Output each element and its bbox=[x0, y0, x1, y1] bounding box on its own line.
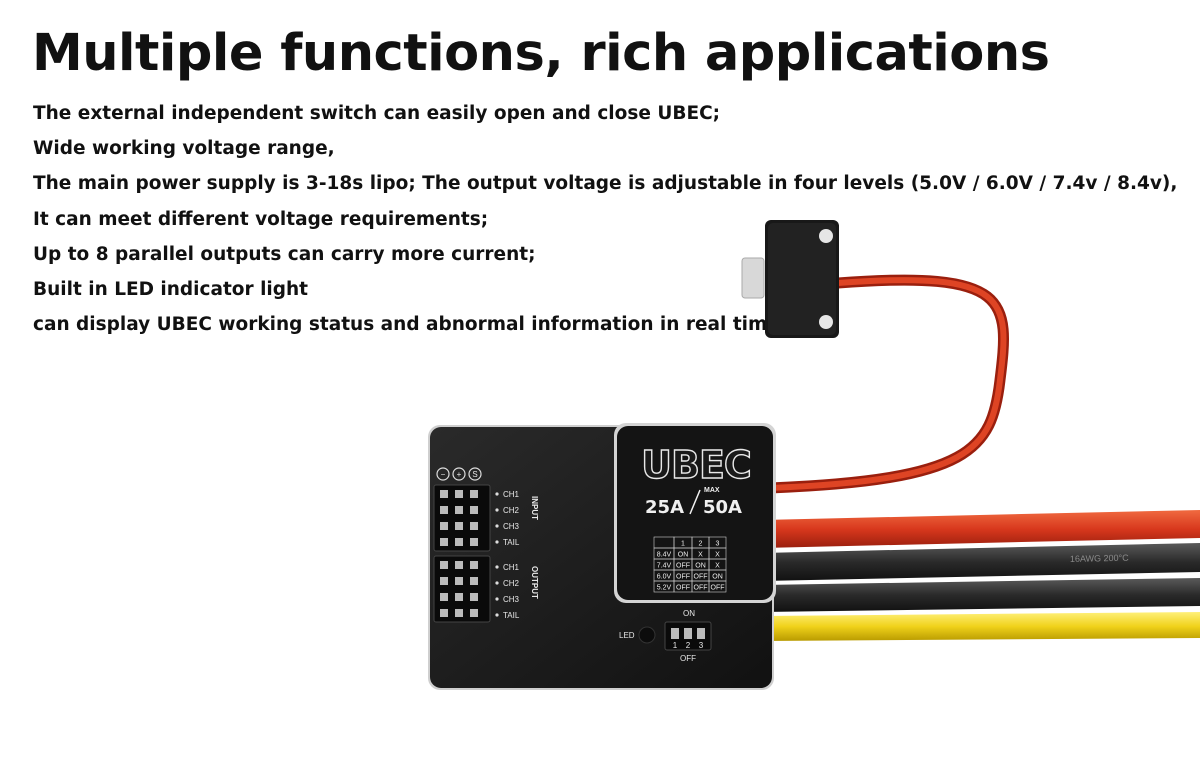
brand-logo: UBEC bbox=[641, 443, 751, 487]
table-cell: OFF bbox=[676, 562, 690, 569]
table-cell: X bbox=[698, 551, 703, 558]
table-cell: OFF bbox=[676, 584, 690, 591]
feature-line: can display UBEC working status and abno… bbox=[33, 314, 787, 336]
channel-label: CH1 bbox=[503, 490, 520, 499]
table-cell: X bbox=[715, 562, 720, 569]
channel-labels: CH1 CH2 CH3 TAIL CH1 CH2 CH3 TAIL INPUT … bbox=[495, 490, 539, 620]
led-label: LED bbox=[619, 631, 635, 640]
table-cell: 6.0V bbox=[657, 573, 672, 580]
feature-line: The external independent switch can easi… bbox=[33, 103, 721, 124]
external-switch bbox=[741, 220, 839, 338]
feature-line: The main power supply is 3-18s lipo; The… bbox=[33, 173, 1178, 195]
channel-label: TAIL bbox=[503, 538, 520, 547]
channel-label: CH3 bbox=[503, 522, 520, 531]
polarity-symbols: − + S bbox=[436, 467, 482, 481]
input-header bbox=[433, 484, 491, 552]
table-cell: ON bbox=[678, 551, 689, 558]
dip-off-label: OFF bbox=[680, 654, 696, 663]
feature-line: It can meet different voltage requiremen… bbox=[33, 208, 489, 230]
feature-list: The external independent switch can easi… bbox=[33, 96, 1177, 342]
table-cell: OFF bbox=[676, 573, 690, 580]
table-cell: OFF bbox=[711, 584, 725, 591]
table-cell: 1 bbox=[681, 540, 685, 547]
svg-text:3: 3 bbox=[699, 641, 704, 650]
feature-line: Built in LED indicator light bbox=[33, 278, 309, 300]
channel-label: CH1 bbox=[503, 563, 520, 572]
channel-label: CH2 bbox=[503, 579, 520, 588]
svg-text:S: S bbox=[472, 470, 477, 479]
dip-on-label: ON bbox=[683, 609, 695, 618]
output-label: OUTPUT bbox=[530, 566, 539, 599]
feature-line: Wide working voltage range, bbox=[33, 138, 335, 160]
table-cell-border bbox=[708, 580, 727, 593]
table-cell: X bbox=[715, 551, 720, 558]
wire-print: 16AWG 200°C bbox=[1070, 553, 1130, 564]
channel-label: CH3 bbox=[503, 595, 520, 604]
output-header bbox=[433, 555, 491, 623]
svg-text:−: − bbox=[441, 470, 446, 479]
page-title: Multiple functions, rich applications bbox=[32, 24, 1050, 83]
input-label: INPUT bbox=[530, 496, 539, 520]
power-wires: 16AWG 200°C bbox=[760, 510, 1200, 641]
table-cell: OFF bbox=[694, 584, 708, 591]
svg-text:1: 1 bbox=[673, 641, 678, 650]
table-cell: 3 bbox=[716, 540, 720, 547]
svg-text:+: + bbox=[457, 470, 462, 479]
table-cell: 8.4V bbox=[657, 551, 672, 558]
table-cell: ON bbox=[695, 562, 706, 569]
table-cell: 2 bbox=[699, 540, 703, 547]
table-cell: 5.2V bbox=[657, 584, 672, 591]
table-cell: ON bbox=[712, 573, 723, 580]
current-rating: 25A bbox=[645, 497, 684, 518]
max-current: 50A bbox=[703, 497, 742, 518]
max-label: MAX bbox=[704, 487, 720, 494]
table-cell: OFF bbox=[694, 573, 708, 580]
table-cell: 7.4V bbox=[657, 562, 672, 569]
svg-text:2: 2 bbox=[686, 641, 691, 650]
led-indicator bbox=[638, 626, 656, 644]
feature-line: Up to 8 parallel outputs can carry more … bbox=[33, 243, 536, 265]
channel-label: TAIL bbox=[503, 611, 520, 620]
channel-label: CH2 bbox=[503, 506, 520, 515]
